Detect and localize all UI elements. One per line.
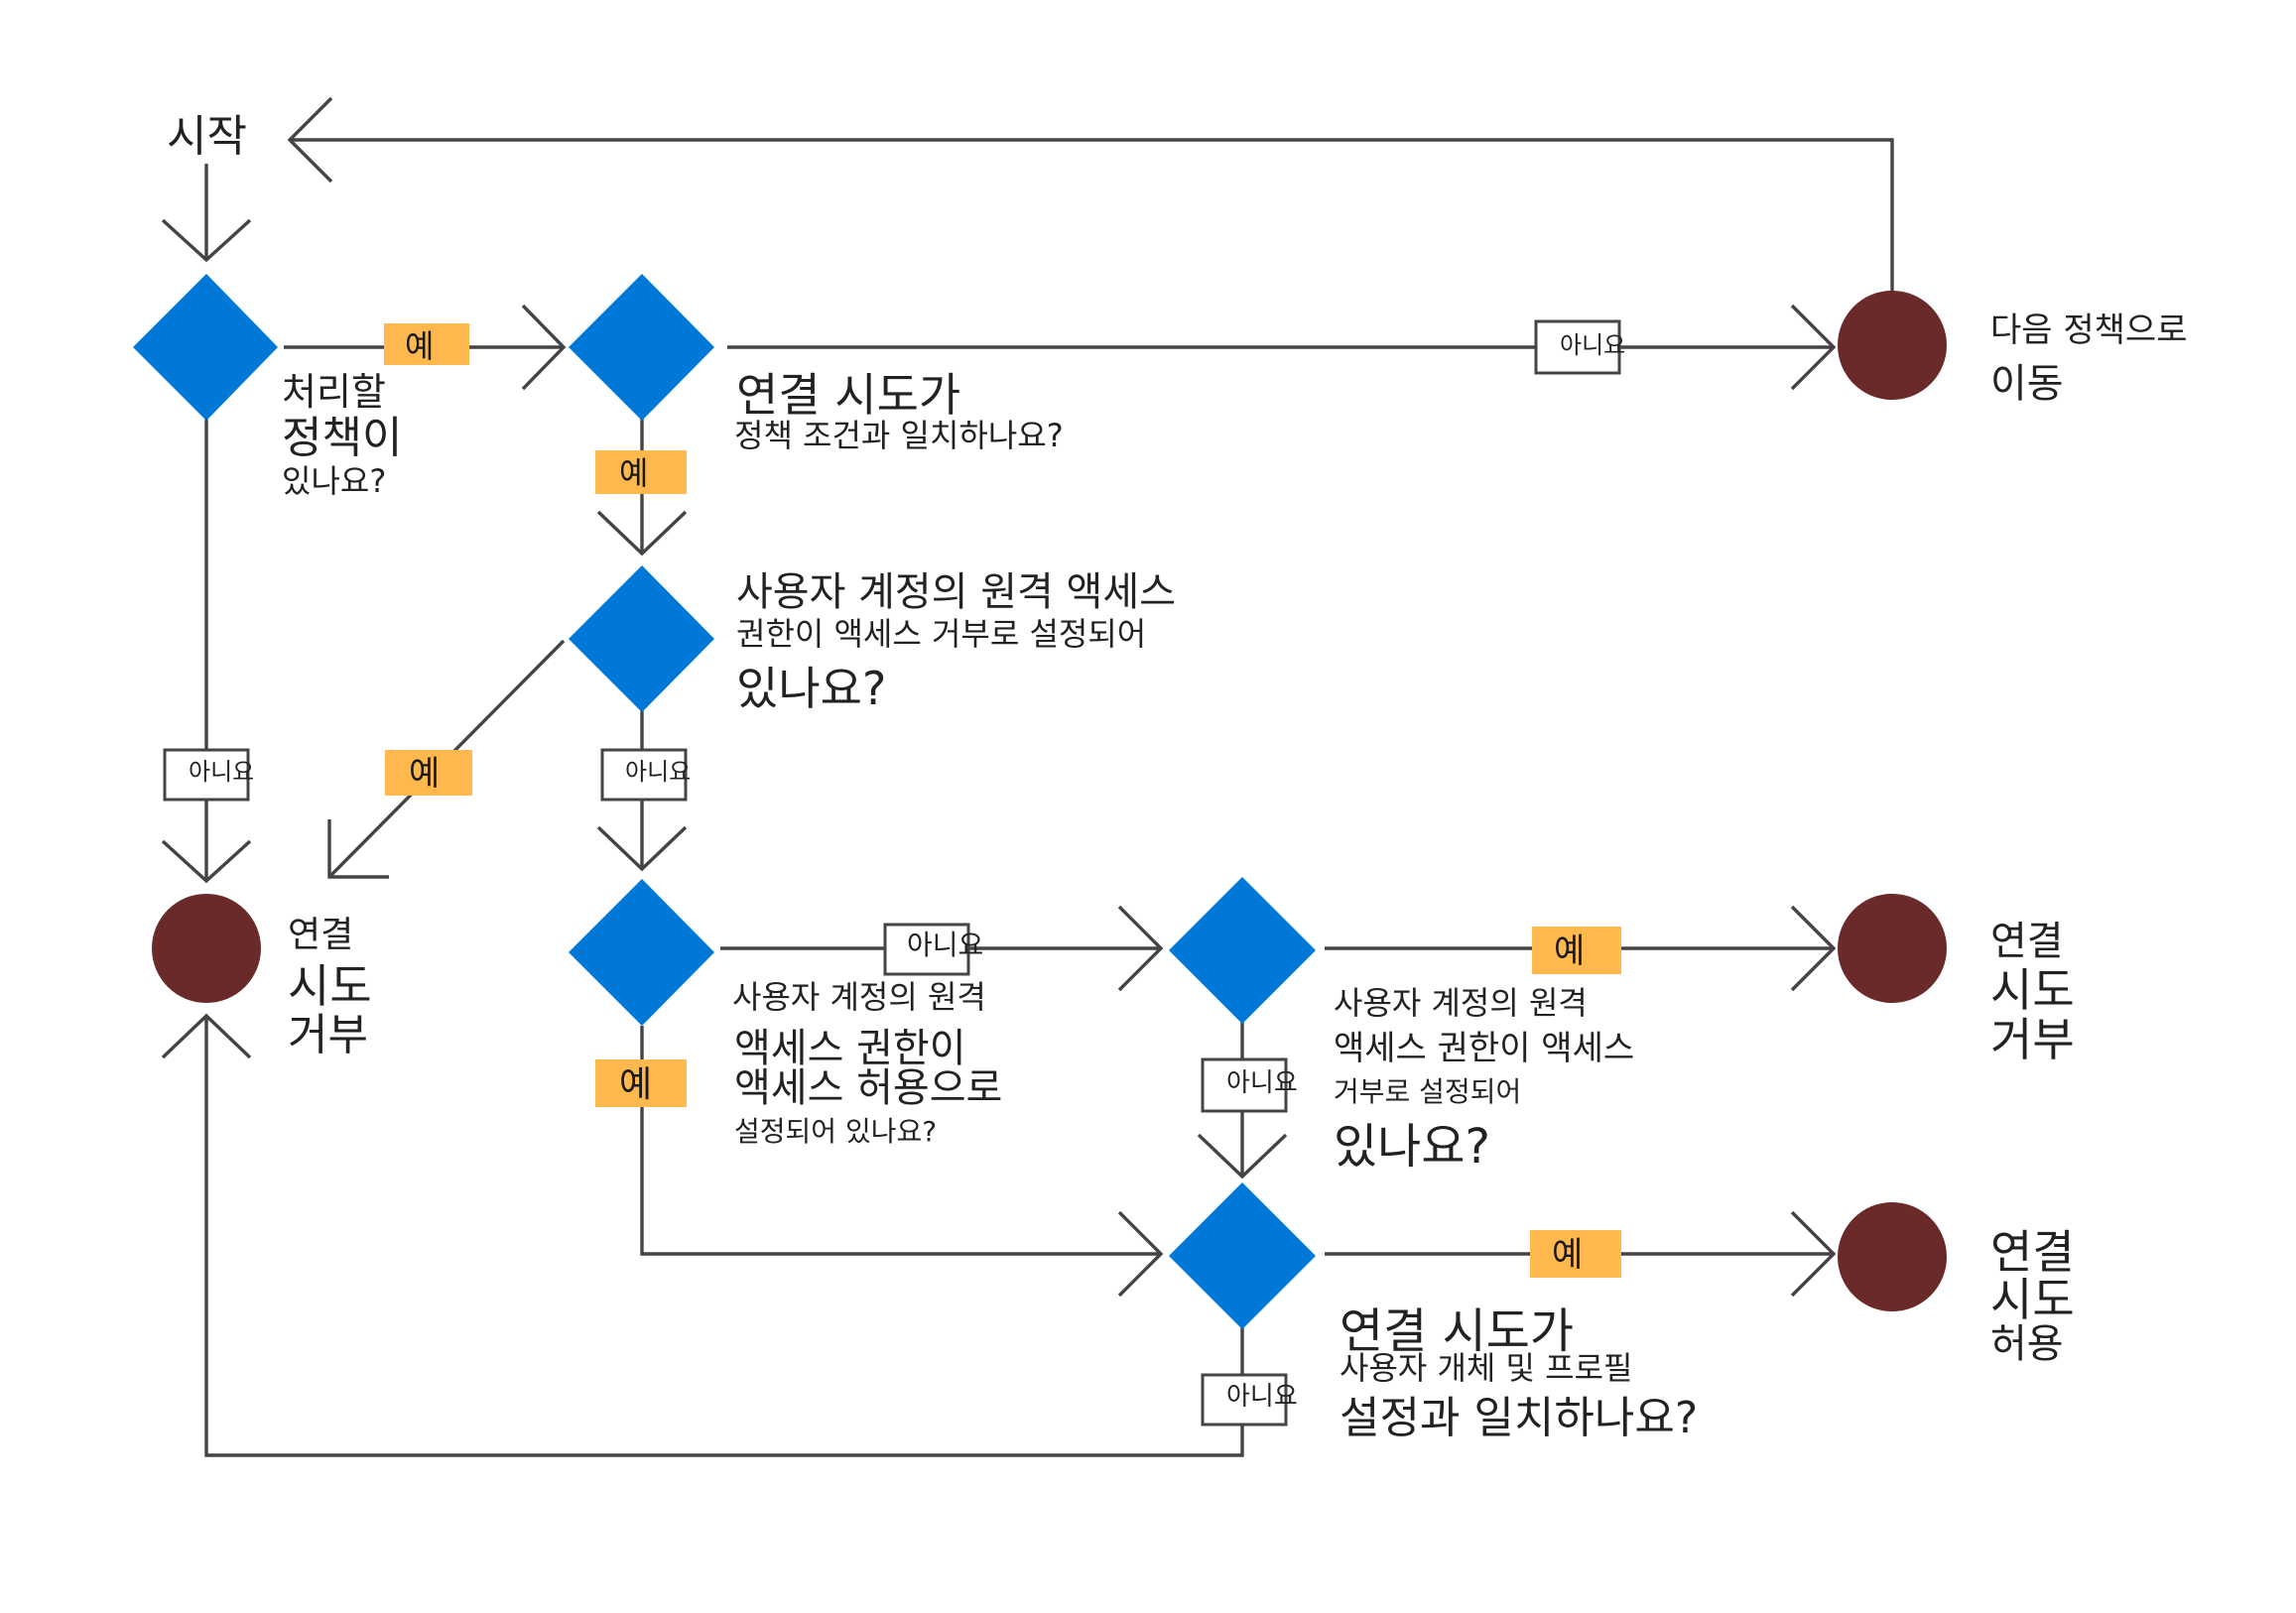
edge-label-yes-text: 예: [1552, 1235, 1583, 1275]
decision-d5-line-4: 있나요?: [1334, 1119, 1490, 1175]
terminal-next-policy-text: 다음 정책으로 이동: [1990, 310, 2188, 407]
edge-next-policy-to-start: [290, 138, 1894, 294]
arrowhead-d3-to-deny-left: [327, 819, 389, 879]
edge-label-no-text: 아니요: [189, 758, 254, 786]
decision-d5-text: 사용자 계정의 원격 액세스 권한이 액세스 거부로 설정되어 있나요?: [1334, 984, 1634, 1175]
edge-label-yes-text: 예: [619, 1064, 652, 1105]
terminal-shapes: [152, 291, 1947, 1311]
decision-d1-text: 처리할 정책이 있나요?: [282, 370, 402, 500]
decision-d2-diamond: [569, 274, 714, 421]
arrowhead-d1-to-d2: [521, 304, 567, 391]
terminal-deny-right-line-3: 거부: [1990, 1013, 2075, 1066]
arrowhead-d2-to-next-policy: [1790, 304, 1837, 391]
terminal-deny-left-text: 연결 시도 거부: [288, 915, 372, 1060]
arrowhead-d4-to-d6: [1117, 1210, 1164, 1298]
arrowhead-next-policy-to-start: [287, 96, 333, 184]
edge-label-no-d3-d4: 아니요: [600, 748, 691, 802]
edge-label-no-text: 아니요: [1226, 1068, 1298, 1098]
terminal-next-policy-circle: [1838, 291, 1947, 400]
decision-d1-line-1: 처리할: [282, 370, 386, 414]
edge-label-no-text: 아니요: [625, 758, 691, 786]
decision-d6-line-2: 사용자 개체 및 프로필: [1339, 1349, 1632, 1387]
edge-label-yes-text: 예: [409, 754, 440, 794]
decision-d4-line-1: 사용자 계정의 원격: [732, 978, 986, 1016]
edge-label-no-d4-d5: 아니요: [883, 923, 983, 976]
terminal-deny-right-line-2: 시도: [1990, 963, 2075, 1017]
decision-d4-diamond: [569, 879, 714, 1026]
decision-d3-line-1: 사용자 계정의 원격 액세스: [736, 569, 1176, 615]
edge-label-yes-d3-deny: 예: [385, 750, 472, 796]
terminal-allow-line-1: 연결: [1990, 1225, 2075, 1279]
arrowhead-d5-to-deny-right: [1790, 905, 1837, 992]
terminal-deny-right-text: 연결 시도 거부: [1990, 919, 2075, 1066]
edge-label-no-text: 아니요: [907, 929, 983, 961]
arrowhead-d3-to-d4: [596, 825, 688, 872]
decision-shapes: [133, 274, 1316, 1329]
decision-d5-line-3: 거부로 설정되어: [1334, 1075, 1521, 1108]
edge-label-yes-text: 예: [405, 327, 434, 365]
decision-d2-line-2: 정책 조건과 일치하나요?: [734, 417, 1064, 454]
terminal-deny-right-line-1: 연결: [1990, 919, 2064, 964]
edge-label-no-text: 아니요: [1560, 331, 1625, 359]
terminal-next-policy-line-2: 이동: [1990, 361, 2064, 407]
decision-d4-line-4: 설정되어 있나요?: [734, 1115, 937, 1148]
decision-d6-line-1: 연결 시도가: [1339, 1303, 1574, 1359]
decision-d1-line-2: 정책이: [282, 413, 402, 463]
edge-label-yes-d4-d6: 예: [595, 1059, 687, 1107]
decision-d3-text: 사용자 계정의 원격 액세스 권한이 액세스 거부로 설정되어 있나요?: [736, 569, 1176, 715]
arrowhead-d1-to-deny-left: [161, 839, 252, 884]
edge-label-yes-d5-deny: 예: [1532, 927, 1621, 974]
decision-d5-line-1: 사용자 계정의 원격: [1334, 984, 1588, 1022]
terminal-allow-line-2: 시도: [1990, 1273, 2075, 1326]
decision-d2-text: 연결 시도가 정책 조건과 일치하나요?: [734, 368, 1064, 454]
edge-label-yes-text: 예: [619, 454, 648, 492]
terminal-next-policy-line-1: 다음 정책으로: [1990, 310, 2188, 350]
decision-d1-diamond: [133, 274, 278, 421]
decision-d3-diamond: [569, 565, 714, 712]
terminal-deny-left-circle: [152, 894, 261, 1003]
terminal-deny-right-circle: [1838, 894, 1947, 1003]
decision-d3-line-3: 있나요?: [736, 662, 886, 715]
terminal-allow-line-3: 허용: [1990, 1321, 2064, 1367]
arrowhead-d6-to-deny-left: [161, 1013, 252, 1059]
arrowhead-start-to-d1: [161, 218, 252, 263]
decision-d6-diamond: [1169, 1182, 1316, 1329]
edge-label-no-text: 아니요: [1226, 1382, 1298, 1412]
start-label: 시작: [167, 111, 247, 162]
decision-d6-line-3: 설정과 일치하나요?: [1339, 1393, 1698, 1443]
decision-d4-text: 사용자 계정의 원격 액세스 권한이 액세스 허용으로 설정되어 있나요?: [732, 978, 1002, 1148]
edge-label-yes-d1-d2: 예: [384, 323, 469, 365]
decision-d6-text: 연결 시도가 사용자 개체 및 프로필 설정과 일치하나요?: [1339, 1303, 1698, 1443]
arrowhead-d2-to-d3: [596, 510, 688, 557]
decision-d4-line-2: 액세스 권한이: [734, 1026, 966, 1071]
arrowhead-d4-to-d5: [1117, 905, 1164, 992]
decision-d2-line-1: 연결 시도가: [736, 368, 960, 422]
edge-label-no-d1-deny: 아니요: [163, 748, 254, 802]
terminal-allow-circle: [1838, 1202, 1947, 1311]
edge-label-yes-d2-d3: 예: [595, 450, 687, 494]
terminal-allow-text: 연결 시도 허용: [1990, 1225, 2075, 1367]
decision-d5-line-2: 액세스 권한이 액세스: [1334, 1029, 1634, 1068]
edge-label-no-d6-deny: 아니요: [1201, 1373, 1298, 1427]
terminal-deny-left-line-2: 시도: [288, 959, 372, 1013]
terminal-deny-left-line-3: 거부: [288, 1010, 368, 1060]
edge-label-yes-text: 예: [1554, 931, 1585, 971]
decision-d5-diamond: [1169, 877, 1316, 1024]
terminal-deny-left-line-1: 연결: [288, 915, 353, 955]
decision-d3-line-2: 권한이 액세스 거부로 설정되어: [736, 615, 1146, 653]
arrowhead-d6-to-allow: [1790, 1210, 1837, 1298]
edge-label-no-d5-d6: 아니요: [1201, 1057, 1298, 1113]
edge-label-no-d2-next: 아니요: [1534, 319, 1625, 375]
arrowhead-d5-to-d6: [1197, 1133, 1288, 1179]
edge-d6-to-deny-left: [204, 1016, 1244, 1457]
edge-label-yes-d6-allow: 예: [1530, 1230, 1621, 1278]
decision-d4-line-3: 액세스 허용으로: [734, 1065, 1002, 1111]
decision-d1-line-3: 있나요?: [282, 462, 386, 500]
